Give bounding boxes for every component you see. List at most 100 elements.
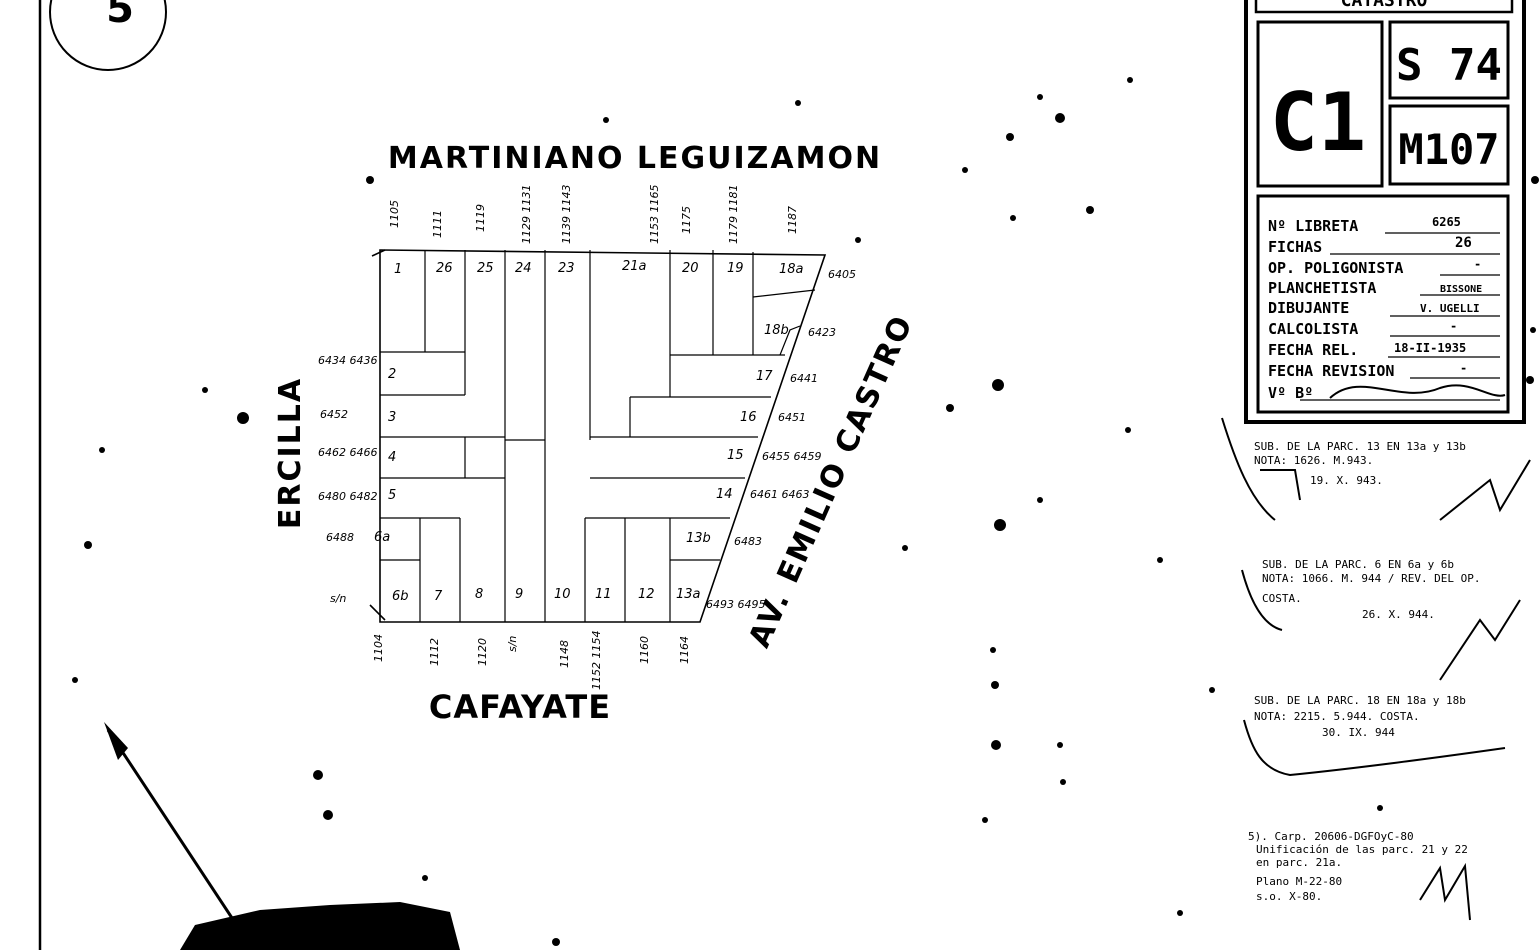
lot-label: 2 [388,367,396,382]
signature [1329,384,1506,399]
door-number: 6441 [790,372,818,385]
signature [1221,417,1301,521]
lot-numbers: 1 26 25 24 23 21a 20 19 18a 2 3 4 5 6a 1… [374,259,804,604]
signature [1419,862,1471,921]
note-line: Plano M-22-80 [1256,875,1342,888]
note-line: NOTA: 1626. M.943. [1254,454,1373,467]
street-west: ERCILLA [273,377,308,529]
door-number: 1129 1131 [520,185,533,245]
signature [1243,719,1506,777]
row-value: - [1450,319,1457,333]
door-number: 1119 [474,204,487,232]
row-label: FECHA REL. [1268,341,1358,359]
street-east: AV. EMILIO CASTRO [742,310,920,653]
lot-label: 4 [388,450,396,465]
lot-label: 14 [716,487,733,502]
door-number: 6434 6436 [318,354,378,367]
door-number: 6488 [326,531,354,544]
corner-label: 5 [106,0,134,32]
title-block: CATASTRO C1 S 74 M107 Nº LIBRETA 6265 FI… [1244,0,1526,424]
west-door-numbers: 6434 6436 6452 6462 6466 6480 6482 6488 … [318,354,378,605]
lot-label: 6b [392,589,409,604]
title-block-header: CATASTRO [1341,0,1428,11]
door-number: 1105 [388,200,401,228]
north-arrow-icon [104,722,234,919]
lot-label: 19 [727,261,744,276]
door-number: 1160 [638,636,651,664]
lot-label: 12 [638,587,655,602]
door-number: 1179 1181 [727,185,740,245]
east-door-numbers: 6405 6423 6441 6451 6455 6459 6461 6463 … [706,268,856,611]
door-number: 6455 6459 [762,450,822,463]
lot-label: 25 [477,261,494,276]
door-number: s/n [506,636,519,652]
note-line: 26. X. 944. [1362,608,1435,621]
row-label: FECHA REVISION [1268,362,1394,380]
door-number: s/n [330,592,346,605]
note-line: NOTA: 1066. M. 944 / REV. DEL OP. [1262,572,1481,585]
door-number: 6451 [778,411,806,424]
seccion-code: S 74 [1396,40,1502,91]
row-value: 26 [1455,235,1472,251]
lot-label: 18b [764,323,789,338]
lot-label: 11 [595,587,612,602]
signature [1439,599,1521,681]
specks [72,77,1539,946]
door-number: 1139 1143 [560,185,573,245]
row-label: DIBUJANTE [1268,299,1349,317]
street-north: MARTINIANO LEGUIZAMON [388,141,882,176]
row-label: OP. POLIGONISTA [1268,259,1403,277]
door-number: 6405 [828,268,856,281]
door-number: 1112 [428,638,441,666]
lot-label: 26 [436,261,453,276]
row-value: 6265 [1432,215,1461,229]
door-number: 1111 [431,210,444,238]
note-line: 19. X. 943. [1310,474,1383,487]
door-number: 1187 [786,206,799,234]
door-number: 6493 6495 [706,598,766,611]
door-number: 1104 [372,634,385,662]
corner-circle-badge: 5 [49,0,167,71]
circ-code: C1 [1270,76,1366,169]
row-label: FICHAS [1268,238,1322,256]
signature [1439,459,1531,521]
door-number: 6452 [320,408,348,421]
lot-label: 6a [374,530,390,545]
note-line: s.o. X-80. [1256,890,1322,903]
lot-label: 13a [676,587,701,602]
note-line: en parc. 21a. [1256,856,1342,869]
note-line: NOTA: 2215. 5.944. COSTA. [1254,710,1420,723]
door-number: 6461 6463 [750,488,810,501]
door-number: 6483 [734,535,762,548]
lot-label: 10 [554,587,571,602]
row-value: 18-II-1935 [1394,341,1466,355]
lot-label: 16 [740,410,757,425]
subdivision-notes: SUB. DE LA PARC. 13 EN 13a y 13b NOTA: 1… [1221,417,1531,921]
north-door-numbers: 1105 1111 1119 1129 1131 1139 1143 1153 … [388,185,799,245]
lot-label: 23 [558,261,575,276]
row-label: Nº LIBRETA [1268,217,1358,235]
row-label: Vº Bº [1268,384,1313,402]
lot-label: 17 [756,369,773,384]
note-line: 5). Carp. 20606-DGFOyC-80 [1248,830,1414,843]
lot-label: 21a [622,259,647,274]
door-number: 1120 [476,638,489,666]
ink-blot [180,902,460,950]
lot-label: 3 [388,410,396,425]
door-number: 6462 6466 [318,446,378,459]
lot-label: 24 [515,261,532,276]
block-parcels [369,249,827,623]
door-number: 1175 [680,206,693,234]
row-label: CALCOLISTA [1268,320,1358,338]
note-line: Unificación de las parc. 21 y 22 [1256,843,1468,856]
title-block-rows: Nº LIBRETA 6265 FICHAS 26 OP. POLIGONIST… [1268,215,1506,402]
row-label: PLANCHETISTA [1268,279,1376,297]
note-line: SUB. DE LA PARC. 13 EN 13a y 13b [1254,440,1466,453]
lot-label: 18a [779,262,804,277]
door-number: 1153 1165 [648,185,661,245]
door-number: 1148 [558,640,571,668]
lot-label: 1 [394,262,402,277]
note-line: COSTA. [1262,592,1302,605]
lot-label: 9 [515,587,523,602]
lot-label: 20 [682,261,699,276]
